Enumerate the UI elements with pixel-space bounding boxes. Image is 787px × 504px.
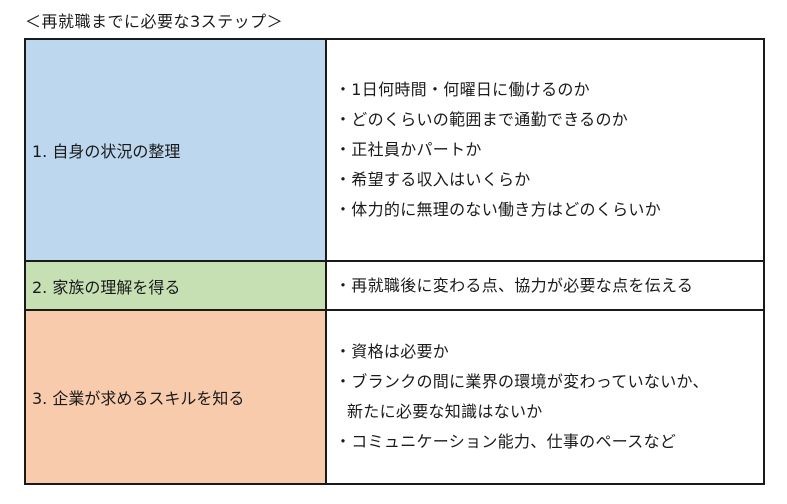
step-row-1: 1. 自身の状況の整理 ・1日何時間・何曜日に働けるのか ・どのくらいの範囲まで…: [24, 38, 765, 262]
document-title: ＜再就職までに必要な3ステップ＞: [25, 12, 284, 31]
step-label-cell: 2. 家族の理解を得る: [24, 260, 327, 311]
detail-item: ・資格は必要か: [335, 342, 450, 361]
detail-item: ・希望する収入はいくらか: [335, 170, 531, 189]
step-row-2: 2. 家族の理解を得る ・再就職後に変わる点、協力が必要な点を伝える: [24, 260, 765, 311]
step-label: 3. 企業が求めるスキルを知る: [32, 389, 245, 408]
steps-table: 1. 自身の状況の整理 ・1日何時間・何曜日に働けるのか ・どのくらいの範囲まで…: [24, 38, 765, 485]
step-row-3: 3. 企業が求めるスキルを知る ・資格は必要か ・ブランクの間に業界の環境が変わ…: [24, 309, 765, 485]
step-detail-cell: ・再就職後に変わる点、協力が必要な点を伝える: [325, 260, 765, 311]
detail-item: ・コミュニケーション能力、仕事のペースなど: [335, 432, 677, 451]
step-label-cell: 3. 企業が求めるスキルを知る: [24, 309, 327, 485]
detail-item: ・どのくらいの範囲まで通勤できるのか: [335, 110, 629, 129]
detail-item: ・体力的に無理のない働き方はどのくらいか: [335, 200, 662, 219]
step-label: 2. 家族の理解を得る: [32, 277, 181, 297]
step-detail-cell: ・資格は必要か ・ブランクの間に業界の環境が変わっていないか、 新たに必要な知識…: [325, 309, 765, 485]
step-detail-cell: ・1日何時間・何曜日に働けるのか ・どのくらいの範囲まで通勤できるのか ・正社員…: [325, 38, 765, 262]
detail-item-continuation: 新たに必要な知識はないか: [347, 402, 543, 421]
step-label: 1. 自身の状況の整理: [32, 142, 181, 161]
detail-item: ・再就職後に変わる点、協力が必要な点を伝える: [335, 275, 694, 295]
step-label-cell: 1. 自身の状況の整理: [24, 38, 327, 262]
detail-item: ・ブランクの間に業界の環境が変わっていないか、: [335, 372, 709, 391]
detail-item: ・正社員かパートか: [335, 140, 482, 159]
detail-item: ・1日何時間・何曜日に働けるのか: [335, 80, 590, 99]
